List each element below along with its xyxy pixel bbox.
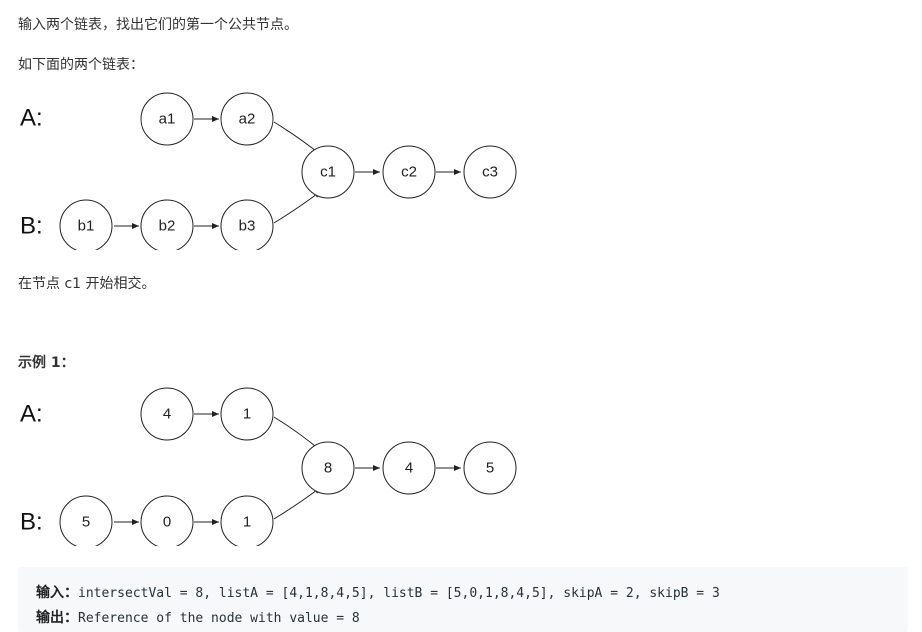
- example-node-c1-label: 8: [324, 460, 332, 477]
- node-b3: b3: [220, 199, 274, 250]
- output-label: 输出：: [36, 610, 78, 626]
- example-node-c3-label: 5: [486, 460, 494, 477]
- intro-line-2: 如下面的两个链表：: [18, 57, 144, 73]
- node-c2-label: c2: [401, 164, 417, 181]
- output-value: Reference of the node with value = 8: [78, 611, 360, 626]
- example-node-a2: 1: [220, 387, 274, 441]
- example-list-b-label: B:: [20, 509, 43, 536]
- node-b1: b1: [59, 199, 113, 250]
- example-node-a2-label: 1: [243, 406, 251, 423]
- node-c3-label: c3: [482, 164, 498, 181]
- example-node-b3: 1: [220, 495, 274, 546]
- input-label: 输入：: [36, 585, 78, 601]
- example-1-code-block: 输入：intersectVal = 8, listA = [4,1,8,4,5]…: [18, 567, 908, 632]
- node-c1-label: c1: [320, 164, 336, 181]
- example-output-line: 输出：Reference of the node with value = 8: [36, 609, 360, 628]
- example-node-b1: 5: [59, 495, 113, 546]
- example-node-b2: 0: [140, 495, 194, 546]
- node-b2: b2: [140, 199, 194, 250]
- intersect-text: 在节点 c1 开始相交。: [18, 276, 156, 292]
- list-a-label: A:: [20, 105, 43, 132]
- node-b3-label: b3: [239, 218, 256, 235]
- intro-line-1: 输入两个链表，找出它们的第一个公共节点。: [18, 17, 298, 33]
- example-list-a-label: A:: [20, 401, 43, 428]
- node-c3: c3: [463, 145, 517, 199]
- node-a2-label: a2: [239, 111, 256, 128]
- example-node-a1-label: 4: [163, 406, 171, 423]
- example-node-c2: 4: [382, 441, 436, 495]
- example-node-c3: 5: [463, 441, 517, 495]
- example-1-heading: 示例 1：: [18, 355, 75, 371]
- example-node-b2-label: 0: [163, 514, 171, 531]
- example-edge-b3-c1: [273, 486, 322, 520]
- input-value: intersectVal = 8, listA = [4,1,8,4,5], l…: [78, 586, 720, 601]
- list-b-label: B:: [20, 213, 43, 240]
- example-node-c1: 8: [301, 441, 355, 495]
- example-node-b1-label: 5: [82, 514, 90, 531]
- linked-list-diagram-example-1: A: B: 4 1 5 0 1 8 4 5: [0, 376, 540, 546]
- node-a1: a1: [140, 92, 194, 146]
- node-a2: a2: [220, 92, 274, 146]
- node-b1-label: b1: [78, 218, 95, 235]
- example-node-c2-label: 4: [405, 460, 413, 477]
- node-c2: c2: [382, 145, 436, 199]
- linked-list-diagram-main: A: B: a1 a2 b1 b2 b3 c1 c2 c3: [0, 80, 540, 250]
- example-node-b3-label: 1: [243, 514, 251, 531]
- edge-b3-c1: [273, 190, 322, 224]
- node-c1: c1: [301, 145, 355, 199]
- node-b2-label: b2: [159, 218, 176, 235]
- example-node-a1: 4: [140, 387, 194, 441]
- node-a1-label: a1: [159, 111, 176, 128]
- example-input-line: 输入：intersectVal = 8, listA = [4,1,8,4,5]…: [36, 584, 720, 603]
